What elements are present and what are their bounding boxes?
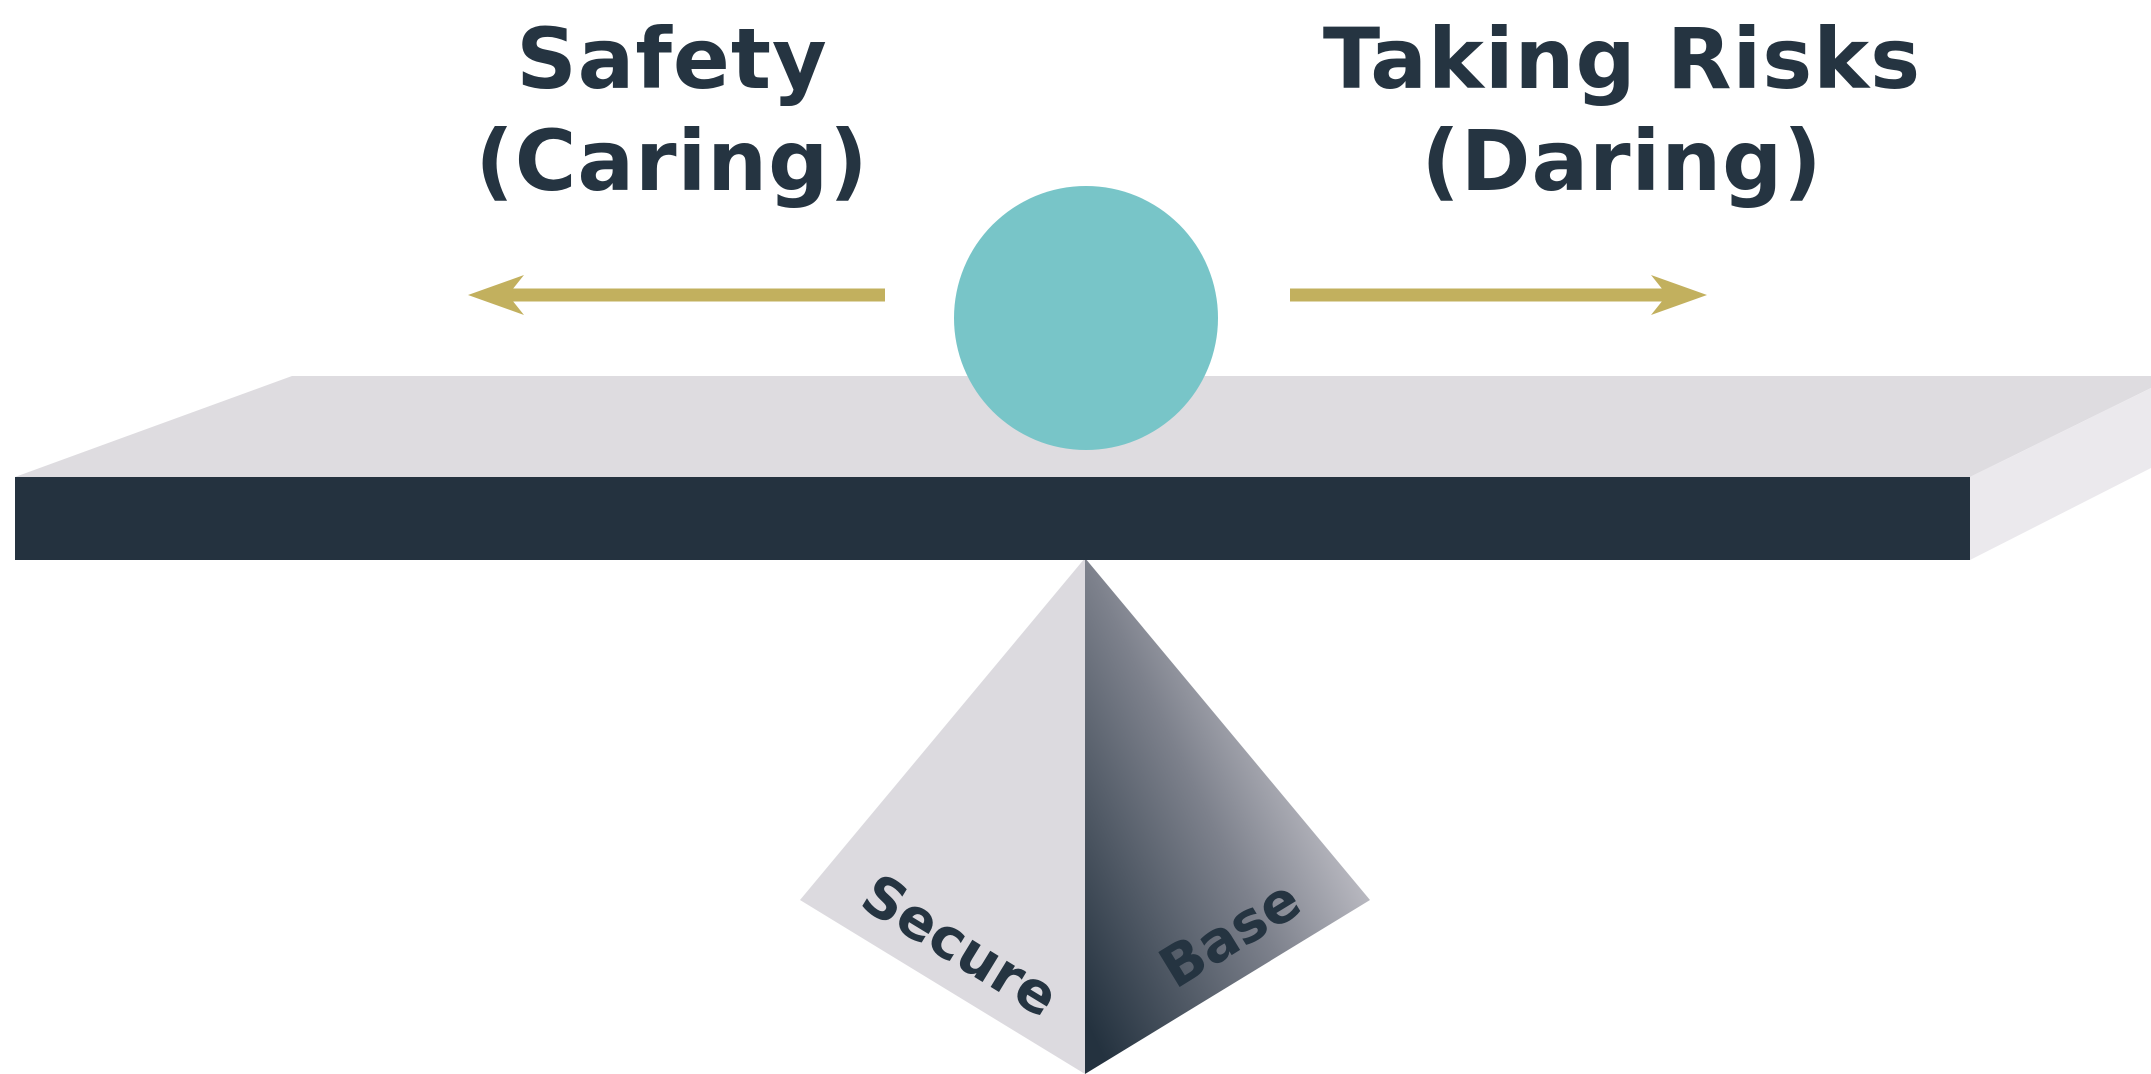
pyramid-right-face <box>1085 558 1370 1074</box>
taking-risks-daring-label: Taking Risks (Daring) <box>1282 8 1962 212</box>
pyramid-left-face <box>800 558 1085 1074</box>
safety-text: Safety <box>516 10 828 108</box>
safety-caring-label: Safety (Caring) <box>372 8 972 212</box>
balance-ball <box>954 186 1218 450</box>
daring-text: (Daring) <box>1421 112 1823 210</box>
left-arrow-icon <box>468 275 885 315</box>
plank-front-face <box>15 477 1970 560</box>
plank-right-face <box>1970 388 2151 560</box>
caring-text: (Caring) <box>475 112 869 210</box>
fulcrum-pyramid: Secure Base <box>800 558 1370 1074</box>
seesaw-plank <box>15 376 2151 560</box>
taking-risks-text: Taking Risks <box>1322 10 1922 108</box>
right-arrow-icon <box>1290 275 1707 315</box>
